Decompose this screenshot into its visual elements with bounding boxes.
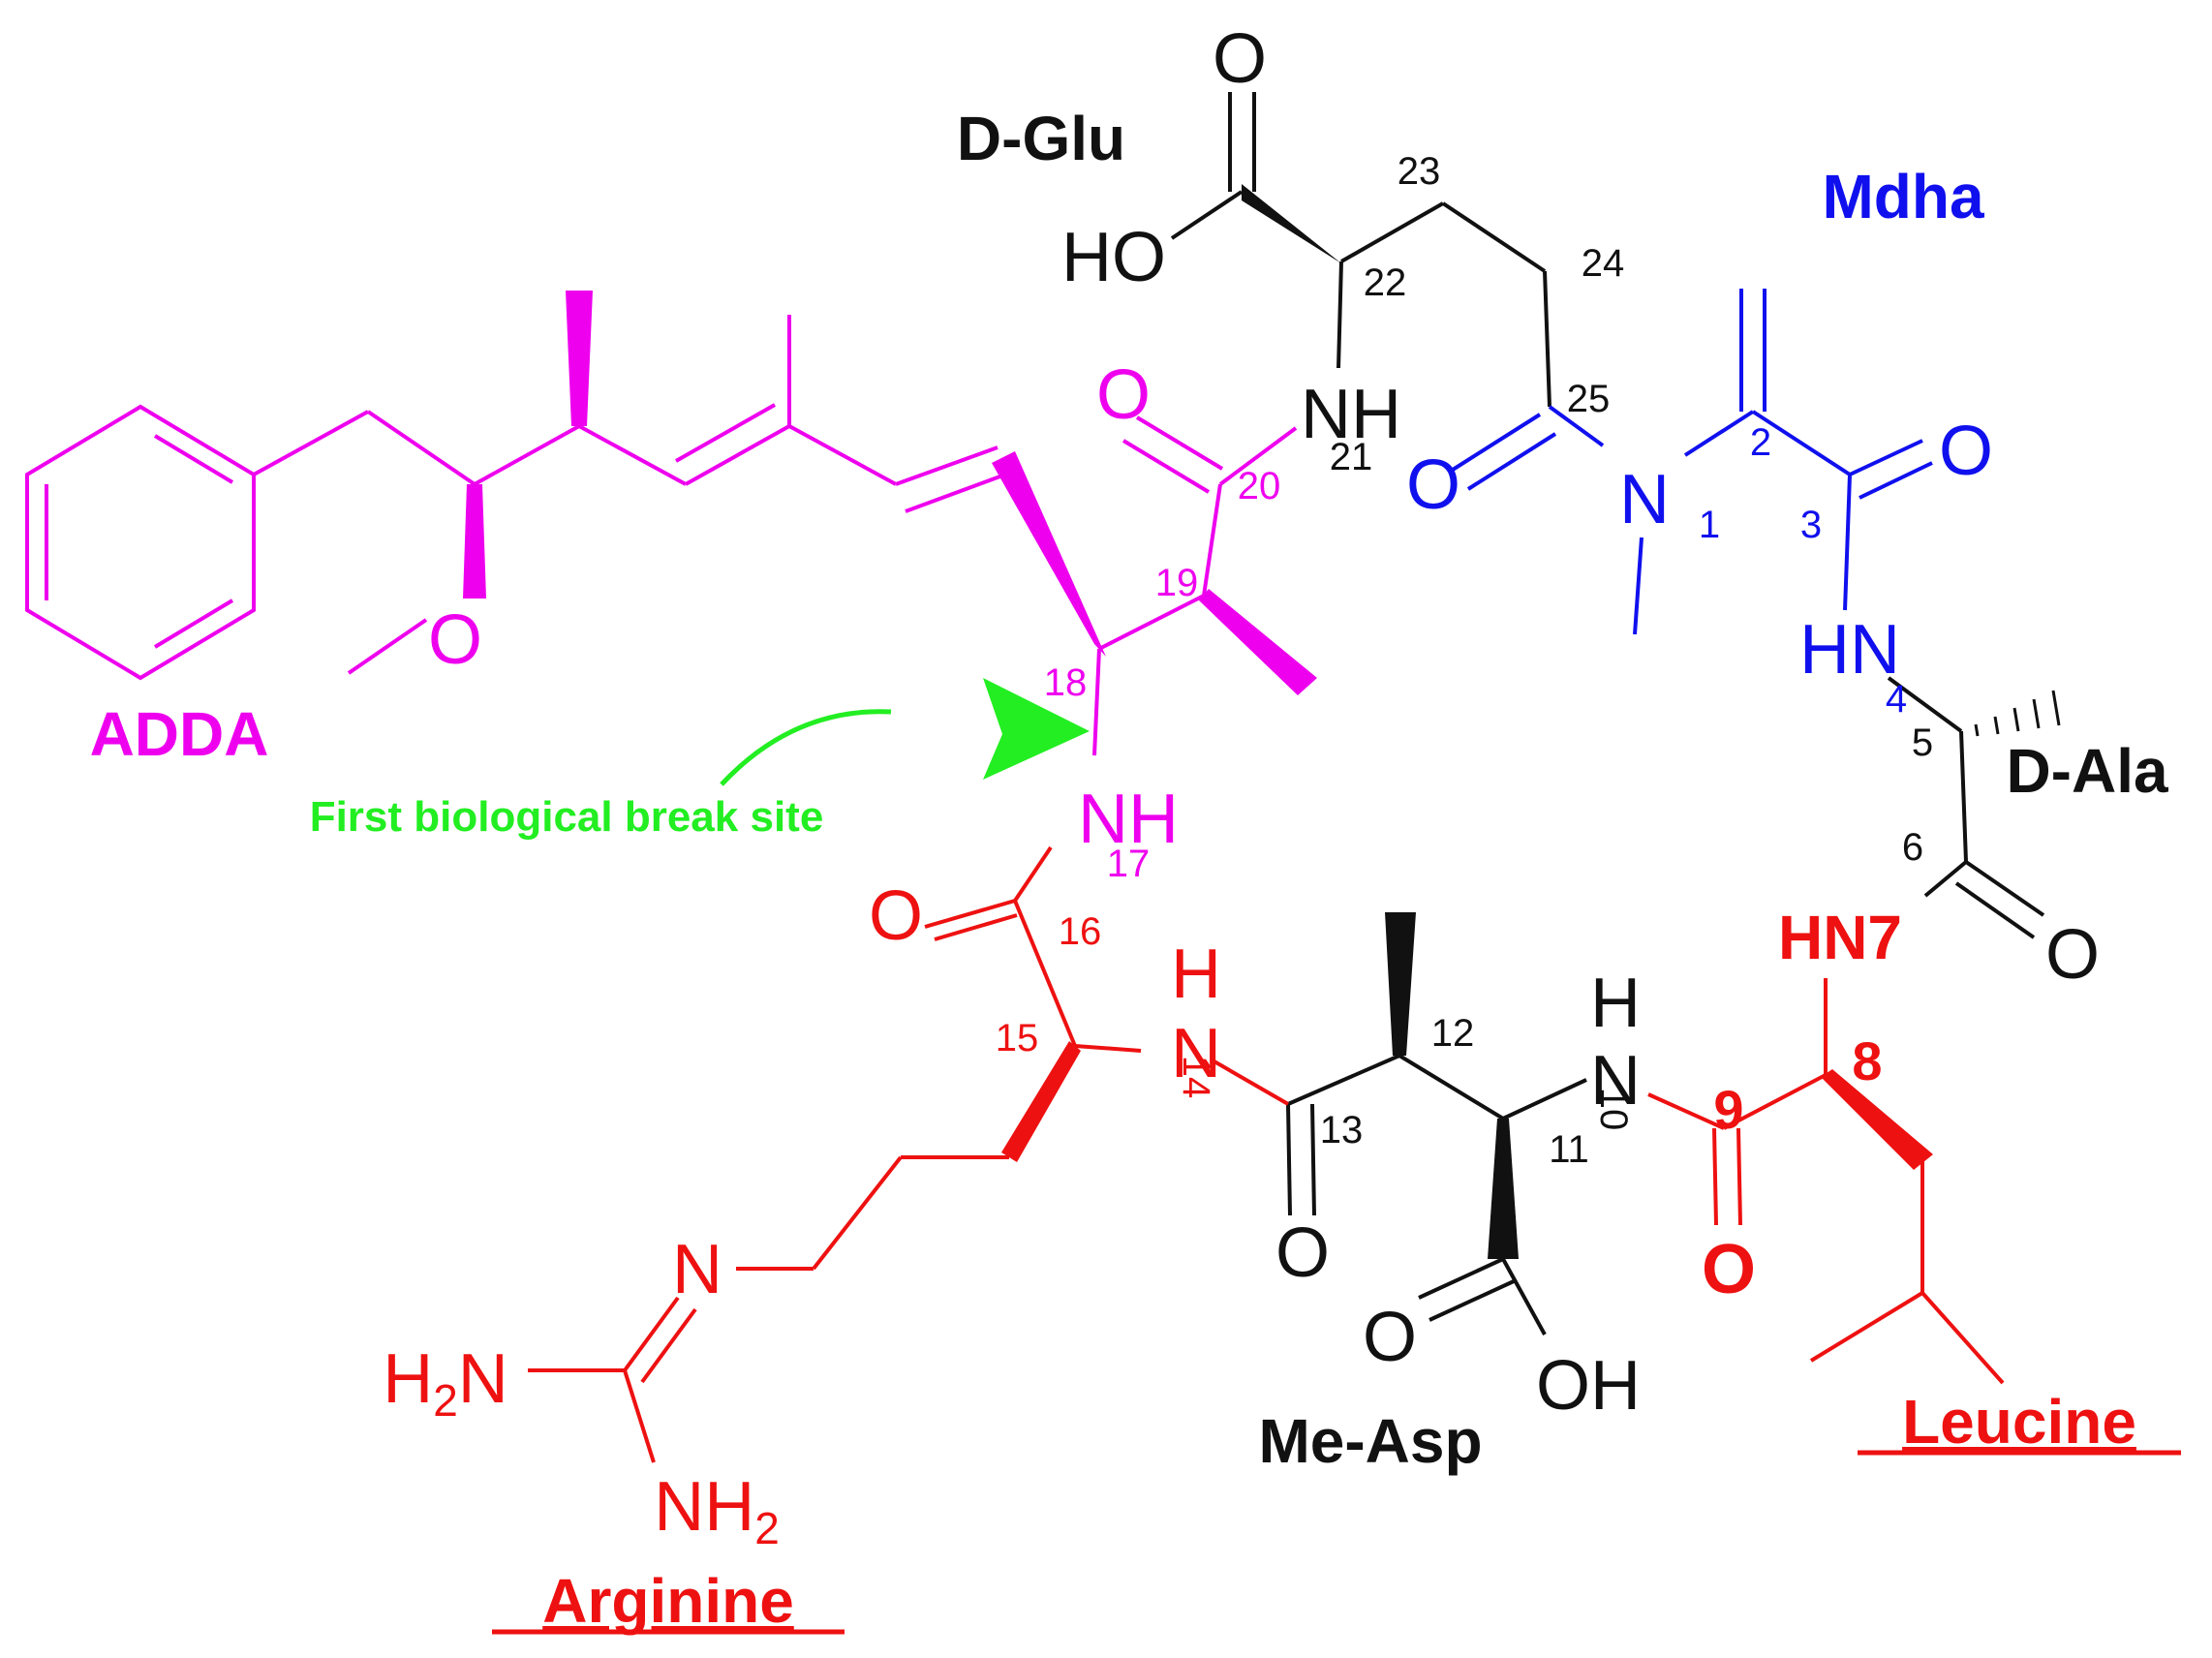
h2n-n: N	[458, 1340, 508, 1418]
atom-n-10: N	[1590, 1042, 1641, 1120]
atom-nh-21: NH	[1301, 376, 1401, 453]
atom-o-dala-6: O	[2045, 916, 2100, 994]
label-d-ala: D-Ala	[2006, 736, 2168, 806]
atom-h2n: H2N	[383, 1340, 508, 1426]
num-14: 14	[1175, 1056, 1217, 1099]
break-site-arrow	[720, 678, 1090, 786]
wedge-bond-22	[1242, 184, 1341, 263]
num-18: 18	[1044, 661, 1088, 704]
label-me-asp: Me-Asp	[1258, 1406, 1482, 1476]
num-9: 9	[1713, 1079, 1743, 1140]
atom-n-mdha-1: N	[1619, 461, 1670, 538]
label-adda: ADDA	[90, 699, 269, 769]
wedge-bond-15	[1001, 1041, 1081, 1162]
nh2-nh: NH	[654, 1468, 754, 1546]
label-mdha: Mdha	[1822, 162, 1984, 231]
wedge-bond-19	[1199, 589, 1317, 695]
num-12: 12	[1431, 1012, 1475, 1055]
num-4: 4	[1886, 678, 1907, 721]
num-21: 21	[1330, 436, 1373, 478]
atom-nh-17: NH	[1078, 781, 1179, 858]
atom-oh-asp: OH	[1536, 1347, 1641, 1425]
num-15: 15	[996, 1017, 1039, 1059]
num-1: 1	[1699, 504, 1720, 546]
num-24: 24	[1582, 242, 1625, 285]
adda-bonds	[25, 315, 1298, 756]
atom-o-asp: O	[1363, 1299, 1417, 1376]
num-3: 3	[1800, 504, 1822, 546]
d-glu-bonds	[1170, 92, 1551, 408]
wedge-bond-8	[1821, 1069, 1933, 1170]
wedge-bond-adda-ome	[463, 484, 486, 599]
atom-o-adda-ome: O	[428, 601, 482, 679]
num-19: 19	[1155, 562, 1199, 604]
atom-o-16: O	[869, 877, 923, 955]
atom-o-glu-top: O	[1213, 20, 1267, 98]
num-11: 11	[1549, 1128, 1589, 1171]
atom-numbers: 23 24 22 21 25 20 19 18 17 2 1 3 4 5 6 1…	[996, 150, 1933, 1171]
h2n-subscript: 2	[433, 1375, 458, 1426]
nh2-subscript: 2	[754, 1503, 780, 1553]
atom-labels: O HO NH O O N O HN O NH O HN7 O H N H N …	[428, 20, 2100, 1425]
num-6: 6	[1902, 826, 1923, 869]
wedge-bond-11	[1488, 1119, 1519, 1259]
h2n-h: H	[383, 1340, 433, 1418]
num-25: 25	[1567, 378, 1611, 420]
hash-bond-5	[1974, 690, 2061, 737]
atom-ho-glu: HO	[1061, 219, 1166, 296]
label-arginine: Arginine	[542, 1566, 794, 1636]
wedge-bond-18	[992, 451, 1106, 657]
atom-hn7: HN7	[1778, 903, 1902, 972]
atom-h-14: H	[1171, 936, 1221, 1013]
wedge-bond-adda-methyl	[566, 291, 593, 426]
num-8: 8	[1852, 1030, 1882, 1091]
atom-o-mdha-25: O	[1406, 446, 1460, 524]
atom-nh2: NH2	[654, 1468, 780, 1553]
num-5: 5	[1912, 722, 1933, 764]
residue-labels: D-Glu Mdha ADDA D-Ala Me-Asp Leucine Arg…	[90, 104, 2168, 1636]
leucine-bonds	[1647, 978, 2005, 1385]
atom-h-10: H	[1590, 965, 1641, 1042]
mdha-bonds	[1451, 289, 1933, 635]
atom-o-9: O	[1702, 1231, 1756, 1308]
num-17: 17	[1107, 843, 1151, 885]
break-site-label: First biological break site	[310, 793, 824, 841]
wedge-bond-12	[1385, 912, 1416, 1056]
label-d-glu: D-Glu	[957, 104, 1125, 173]
atom-o-13: O	[1275, 1214, 1330, 1292]
num-2: 2	[1750, 421, 1771, 464]
atom-n-14: N	[1171, 1015, 1221, 1092]
me-asp-bonds	[1286, 1054, 1587, 1336]
num-13: 13	[1320, 1109, 1364, 1151]
num-16: 16	[1059, 910, 1102, 953]
num-23: 23	[1398, 150, 1441, 193]
atom-o-adda-20: O	[1096, 356, 1151, 434]
label-leucine: Leucine	[1902, 1387, 2136, 1457]
atom-n-arg: N	[672, 1231, 722, 1308]
atom-o-mdha-3: O	[1939, 413, 1993, 490]
atom-hn-4: HN	[1799, 611, 1900, 689]
d-ala-bonds	[1887, 676, 2045, 939]
num-22: 22	[1364, 261, 1407, 304]
arginine-bonds	[528, 845, 1289, 1463]
num-20: 20	[1238, 465, 1281, 507]
num-10: 10	[1592, 1088, 1635, 1131]
